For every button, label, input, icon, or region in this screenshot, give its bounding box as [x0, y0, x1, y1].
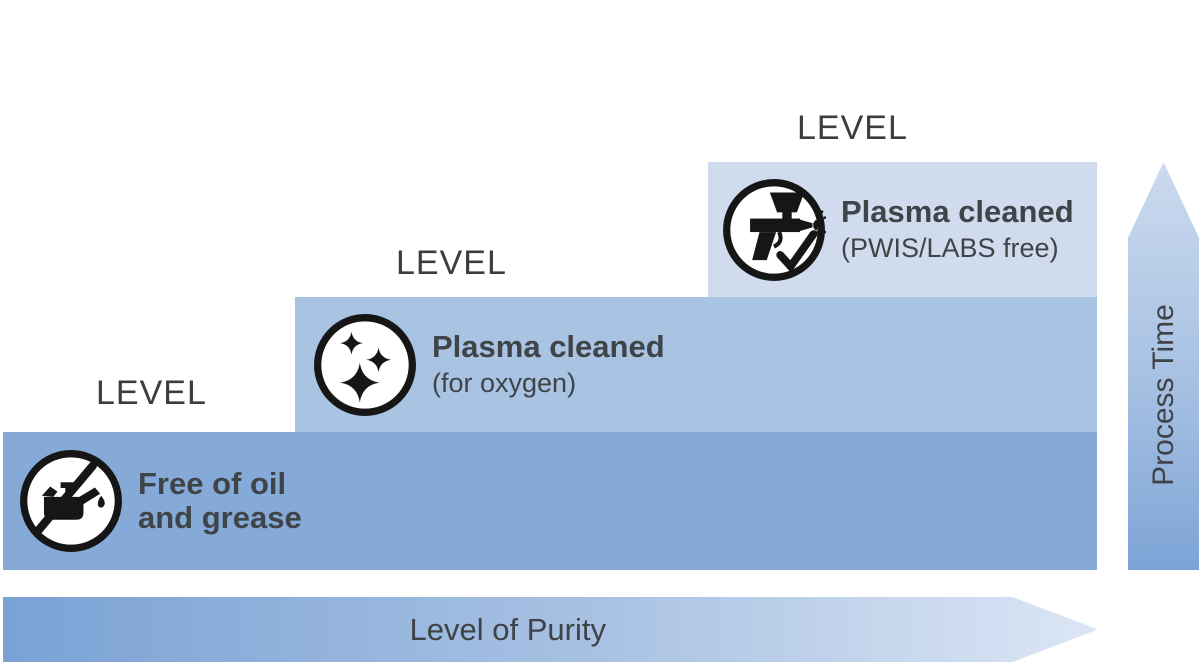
level-2-subtitle: (for oxygen) [432, 367, 577, 398]
sparkles-icon [314, 313, 416, 416]
level-1-caption: LEVEL [96, 374, 207, 412]
no-oil-icon [20, 450, 122, 552]
level-of-purity-label: Level of Purity [409, 611, 606, 647]
level-3-subtitle: (PWIS/LABS free) [841, 232, 1059, 263]
level-2-caption: LEVEL [396, 244, 507, 282]
level-3-title: Plasma cleaned [841, 194, 1074, 230]
level-3-text: Plasma cleaned (PWIS/LABS free) [841, 195, 1074, 263]
process-time-label: Process Time [1146, 304, 1180, 486]
level-of-purity-arrow: Level of Purity [3, 597, 1098, 662]
level-2-text: Plasma cleaned (for oxygen) [432, 330, 665, 398]
level-3-caption: LEVEL [797, 109, 908, 147]
level-1-title: Free of oil and grease [138, 465, 302, 535]
level-3-box: Plasma cleaned (PWIS/LABS free) [708, 162, 1097, 297]
level-2-box: Plasma cleaned (for oxygen) [295, 297, 1097, 432]
spray-gun-icon [723, 178, 826, 281]
level-1-text: Free of oil and grease [138, 465, 320, 535]
level-2-title: Plasma cleaned [432, 329, 665, 365]
level-1-box: Free of oil and grease [3, 432, 1097, 570]
process-time-arrow: Process Time [1128, 162, 1199, 570]
